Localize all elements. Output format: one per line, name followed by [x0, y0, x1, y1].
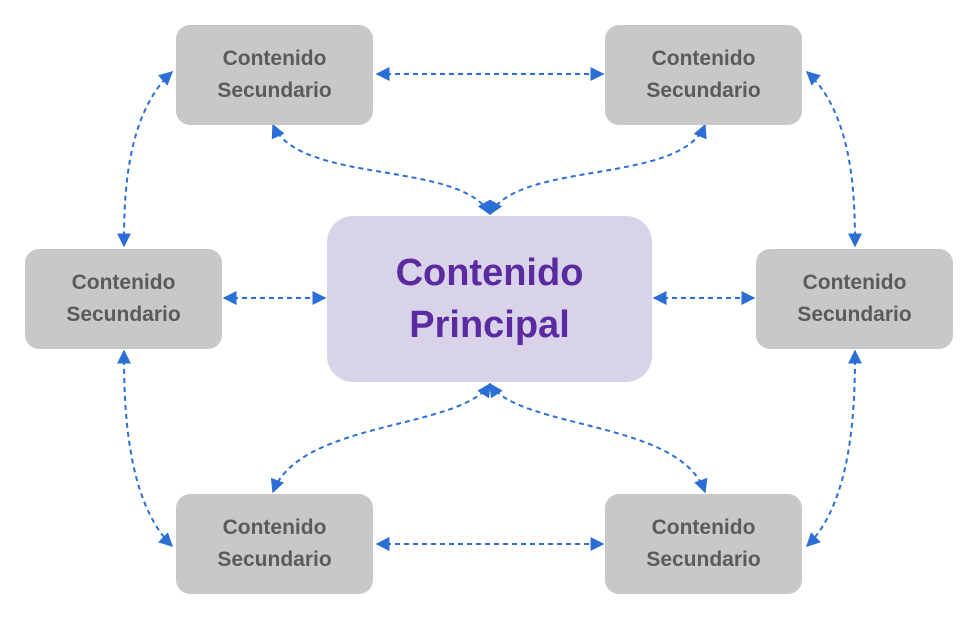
node-label-line2: Secundario: [66, 303, 181, 326]
node-label-line2: Secundario: [217, 548, 332, 571]
main-content-node: Contenido Principal: [327, 216, 652, 382]
node-label-line1: Contenido: [222, 516, 327, 539]
connector-mid-left-bottom-left: [117, 349, 173, 547]
secondary-node-mid-right: Contenido Secundario: [756, 249, 953, 349]
node-label-line2: Secundario: [646, 548, 761, 571]
secondary-node-top-right: Contenido Secundario: [605, 25, 802, 125]
secondary-node-bottom-right: Contenido Secundario: [605, 494, 802, 594]
connector-main-bottom-right: [489, 382, 708, 494]
node-label-line1: Contenido: [651, 516, 756, 539]
connector-mid-right-bottom-right: [806, 349, 862, 547]
connector-top-left-main: [271, 123, 491, 216]
main-label-line2: Principal: [409, 304, 570, 346]
connector-main-bottom-left: [270, 382, 491, 494]
connector-top-right-main: [489, 123, 707, 216]
main-label-line1: Contenido: [395, 252, 584, 294]
node-label-line2: Secundario: [217, 79, 332, 102]
node-label-line1: Contenido: [651, 47, 756, 70]
secondary-node-mid-left: Contenido Secundario: [25, 249, 222, 349]
connector-top-left-mid-left: [117, 71, 174, 248]
node-label-line1: Contenido: [222, 47, 327, 70]
node-label-line1: Contenido: [802, 271, 907, 294]
node-label-line2: Secundario: [646, 79, 761, 102]
secondary-node-bottom-left: Contenido Secundario: [176, 494, 373, 594]
secondary-node-top-left: Contenido Secundario: [176, 25, 373, 125]
node-label-line1: Contenido: [71, 271, 176, 294]
connector-top-right-mid-right: [805, 71, 862, 248]
node-label-line2: Secundario: [797, 303, 912, 326]
